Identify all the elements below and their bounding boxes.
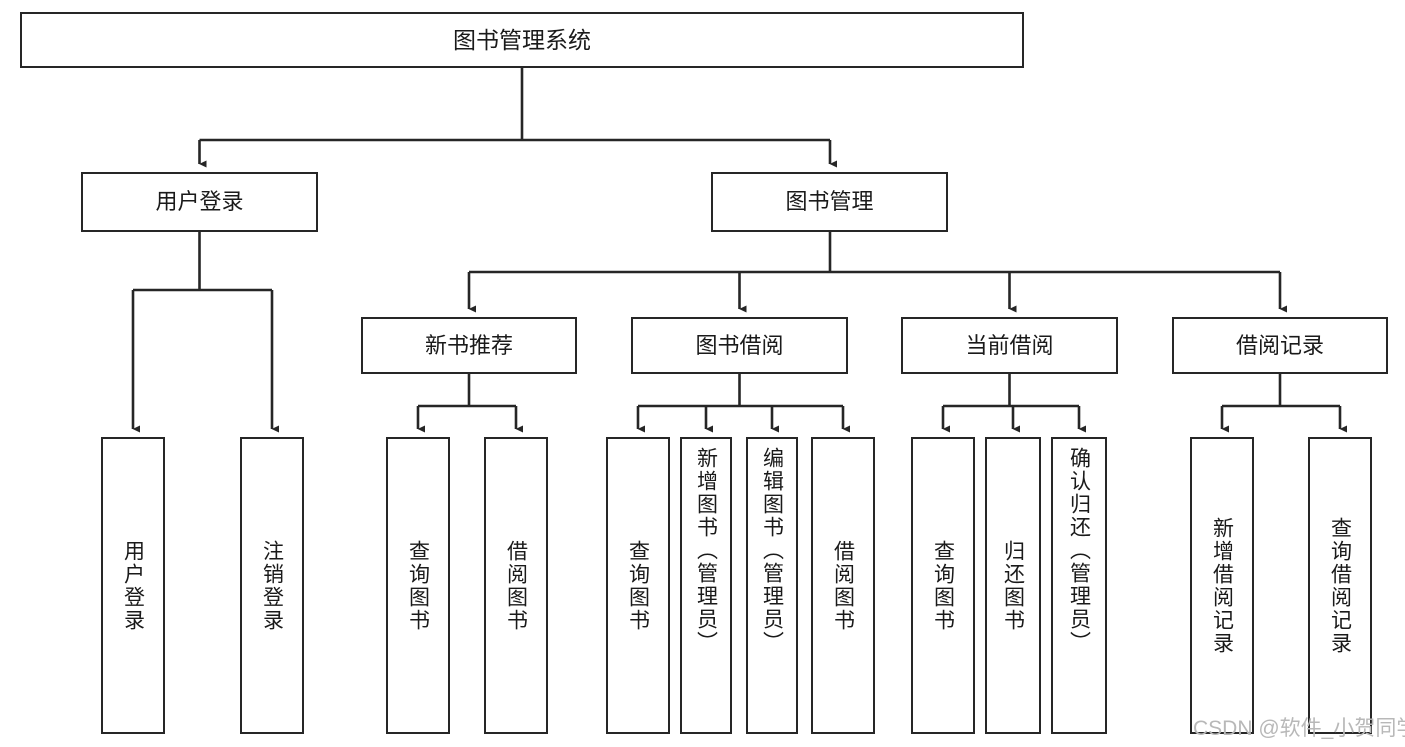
node-label: 用户登录 (155, 189, 244, 215)
leaf-user-login[interactable]: 用户登录 (101, 437, 165, 734)
node-label: 图书管理 (785, 189, 874, 215)
node-user-login[interactable]: 用户登录 (81, 172, 318, 232)
node-book-borrowing[interactable]: 图书借阅 (631, 317, 848, 374)
node-current-borrowing[interactable]: 当前借阅 (901, 317, 1118, 374)
node-label: 归还图书 (1001, 539, 1025, 632)
node-label: 查询图书 (626, 539, 650, 632)
node-root-system[interactable]: 图书管理系统 (20, 12, 1024, 68)
node-label: 图书管理系统 (453, 26, 591, 53)
node-label: 查询图书 (406, 539, 430, 632)
node-label: 图书借阅 (695, 332, 784, 358)
leaf-borrow-query-book[interactable]: 查询图书 (606, 437, 670, 734)
node-label: 当前借阅 (965, 332, 1054, 358)
node-label: 借阅记录 (1235, 332, 1324, 358)
node-label: 新增借阅记录 (1210, 516, 1234, 655)
leaf-record-add-borrow-record[interactable]: 新增借阅记录 (1190, 437, 1254, 734)
node-label: 确认归还（管理员） (1067, 447, 1091, 654)
node-label: 借阅图书 (504, 539, 528, 632)
leaf-current-query-book[interactable]: 查询图书 (911, 437, 975, 734)
node-label: 用户登录 (121, 539, 145, 632)
node-label: 查询图书 (931, 539, 955, 632)
node-label: 编辑图书（管理员） (760, 447, 784, 654)
node-borrowing-records[interactable]: 借阅记录 (1172, 317, 1388, 374)
leaf-borrow-borrow-book[interactable]: 借阅图书 (811, 437, 875, 734)
node-book-management[interactable]: 图书管理 (711, 172, 948, 232)
node-label: 新增图书（管理员） (694, 447, 718, 654)
node-label: 借阅图书 (831, 539, 855, 632)
leaf-user-logout[interactable]: 注销登录 (240, 437, 304, 734)
leaf-borrow-add-book-admin[interactable]: 新增图书（管理员） (680, 437, 732, 734)
leaf-recommend-query-book[interactable]: 查询图书 (386, 437, 450, 734)
leaf-record-query-borrow-record[interactable]: 查询借阅记录 (1308, 437, 1372, 734)
leaf-borrow-edit-book-admin[interactable]: 编辑图书（管理员） (746, 437, 798, 734)
leaf-current-confirm-return-admin[interactable]: 确认归还（管理员） (1051, 437, 1107, 734)
node-new-book-recommendation[interactable]: 新书推荐 (361, 317, 577, 374)
node-label: 查询借阅记录 (1328, 516, 1352, 655)
leaf-recommend-borrow-book[interactable]: 借阅图书 (484, 437, 548, 734)
leaf-current-return-book[interactable]: 归还图书 (985, 437, 1041, 734)
node-label: 注销登录 (260, 539, 284, 632)
node-label: 新书推荐 (424, 332, 513, 358)
